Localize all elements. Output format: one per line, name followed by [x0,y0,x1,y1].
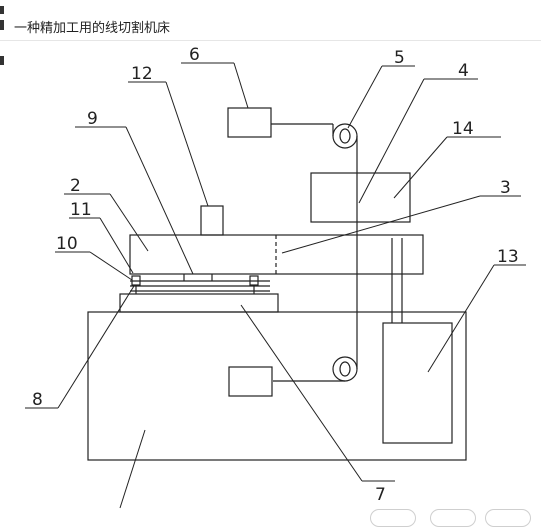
label-5: 5 [394,48,405,68]
leader-7 [240,304,363,482]
leader-4 [358,78,425,204]
leader-14 [393,136,448,199]
label-7: 7 [375,485,386,505]
zoom-button[interactable] [370,509,416,527]
wire-storage-box [310,172,411,223]
leader-3 [281,195,481,254]
label-3: 3 [500,178,511,198]
bottom-pulley-outer [332,356,358,382]
leader-9 [125,126,194,275]
label-8: 8 [32,390,43,410]
edge-marker [0,6,4,14]
leader-5 [347,65,383,129]
machine-arm [129,234,424,275]
top-motor [200,205,224,236]
refresh-button[interactable] [430,509,476,527]
power-box [228,366,273,397]
leader-11 [99,217,134,274]
page-title: 一种精加工用的线切割机床 [14,21,171,36]
workbench-plate [119,293,279,313]
label-10: 10 [56,234,78,254]
base-body [87,311,467,461]
label-4: 4 [458,61,469,81]
leader-10 [89,251,133,281]
label-13: 13 [497,247,519,267]
label-6: 6 [189,45,200,65]
machine-drawing: 6 5 12 4 9 14 2 3 11 10 13 8 7 [25,45,526,509]
patent-figure: 6 5 12 4 9 14 2 3 11 10 13 8 7 [0,41,541,517]
label-11: 11 [70,200,92,220]
edge-marker [0,20,4,30]
leader-8 [57,285,135,409]
edge-marker [0,56,4,65]
leader-6 [233,62,249,109]
top-pulley-inner [339,128,351,144]
leader-1 [119,429,146,509]
label-2: 2 [70,176,81,196]
leader-12 [165,81,209,207]
label-12: 12 [131,64,153,84]
leader-13 [427,264,495,373]
leader-2 [109,193,149,252]
label-9: 9 [87,109,98,129]
label-14: 14 [452,119,474,139]
labels: 6 5 12 4 9 14 2 3 11 10 13 8 7 [32,45,519,505]
top-pulley-outer [332,123,358,149]
share-button[interactable] [485,509,531,527]
title-bar: 一种精加工用的线切割机床 [0,0,541,41]
water-tank [382,322,453,444]
bottom-pulley-inner [339,361,351,377]
leader-lines [25,62,526,509]
controller-box [227,107,272,138]
